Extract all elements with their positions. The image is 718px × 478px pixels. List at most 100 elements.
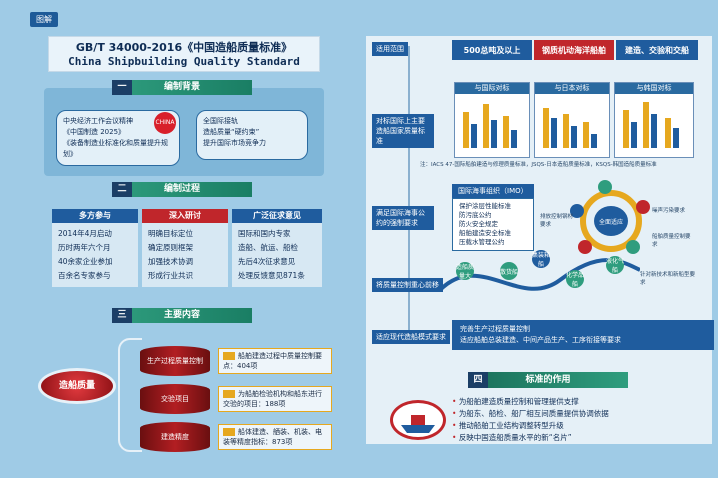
bar xyxy=(551,118,557,148)
bar xyxy=(503,116,509,148)
bar xyxy=(543,108,549,148)
label-scope: 适用范围 xyxy=(372,42,408,56)
timeline-line xyxy=(408,46,410,341)
col-body: 2014年4月启动 历时两年六个月 40余家企业参加 百余名专家参与 xyxy=(52,223,138,287)
col-head: 多方参与 xyxy=(52,209,138,223)
imo-item: 防火安全规定 xyxy=(459,220,498,228)
mode-item: 完善生产过程质量控制 xyxy=(460,325,530,333)
desc-text: 船舶建造过程中质量控制要点：404项 xyxy=(223,352,322,370)
bg-item: 全国际接轨 xyxy=(203,117,238,125)
col-item: 造船、航运、船检 xyxy=(238,243,298,252)
bar xyxy=(463,112,469,148)
shiptype-node: 化学品船 xyxy=(566,270,585,288)
section2-number: 二 xyxy=(112,182,132,197)
arrow-icon xyxy=(223,428,235,436)
bar xyxy=(571,126,577,148)
col-item: 形成行业共识 xyxy=(148,271,193,280)
cycle-note: 船舶质量控制要求 xyxy=(652,234,691,248)
section3-number: 三 xyxy=(112,308,132,323)
col-item: 百余名专家参与 xyxy=(58,271,111,280)
bg-item: 中央经济工作会议精神 xyxy=(63,117,133,125)
label-imo: 满足国际海事公约的强制要求 xyxy=(372,206,434,230)
imo-title: 国际海事组织（IMO） xyxy=(452,184,534,198)
bar xyxy=(673,128,679,148)
imo-item: 船舶建造安全标准 xyxy=(459,229,511,237)
title-cn: GB/T 34000-2016《中国造船质量标准》 xyxy=(75,41,293,54)
curve-note: 针对新技术和新船型要求 xyxy=(640,272,696,286)
chart-note: 注：IACS 47-国际船舶建造与修理质量标准，JSQS-日本造船质量标准，KS… xyxy=(420,162,657,168)
layer-desc: 为船舶检验机构和船东进行交验的项目：188项 xyxy=(218,386,332,412)
col-item: 历时两年六个月 xyxy=(58,243,111,252)
col-item: 明确目标定位 xyxy=(148,229,193,238)
chart-title: 与日本对标 xyxy=(535,83,609,94)
bg-item: 造船质量“硬约束” xyxy=(203,128,260,136)
shiptype-node: 散货船 xyxy=(500,262,518,280)
bar xyxy=(483,104,489,148)
section3-header: 三 主要内容 xyxy=(112,308,252,323)
bg-item: 《装备制造业标准化和质量提升规划》 xyxy=(63,139,168,158)
bg-item: 《中国制造 2025》 xyxy=(63,128,126,136)
col-item: 40余家企业参加 xyxy=(58,257,113,266)
role-item: 推动船舶工业结构调整转型升级 xyxy=(452,420,708,432)
mode-item: 适应船舶总装建造、中间产品生产、工序衔接等要求 xyxy=(460,336,621,344)
layer-inspection: 交验项目 xyxy=(140,384,210,414)
section1-header: 一 编制背景 xyxy=(112,80,252,95)
bracket-connector xyxy=(118,338,142,452)
chart-international: 与国际对标 xyxy=(454,82,530,158)
cycle-node-icon xyxy=(578,240,592,254)
shiptype-node: 液化气船 xyxy=(606,256,625,274)
background-left-box: 中央经济工作会议精神 《中国制造 2025》 《装备制造业标准化和质量提升规划》 xyxy=(56,110,180,166)
title-box: GB/T 34000-2016《中国造船质量标准》 China Shipbuil… xyxy=(48,36,320,72)
role-item: 为船东、船检、船厂相互间质量提供协调依据 xyxy=(452,408,708,420)
cycle-node-icon xyxy=(636,200,650,214)
process-col-1: 多方参与 2014年4月启动 历时两年六个月 40余家企业参加 百余名专家参与 xyxy=(52,209,138,287)
bar xyxy=(591,134,597,148)
mode-box: 完善生产过程质量控制 适应船舶总装建造、中间产品生产、工序衔接等要求 xyxy=(452,320,714,350)
section2-header: 二 编制过程 xyxy=(112,182,252,197)
col-item: 先后4次征求意见 xyxy=(238,257,296,266)
cycle-center: 全面适应 xyxy=(594,206,628,236)
col-item: 确定原则框架 xyxy=(148,243,193,252)
cycle-note: 噪声污染要求 xyxy=(652,208,686,214)
arrow-icon xyxy=(223,352,235,360)
bar xyxy=(643,102,649,148)
role-item: 为船舶建造质量控制和管理提供支撑 xyxy=(452,396,708,408)
chart-japan: 与日本对标 xyxy=(534,82,610,158)
china-heart-icon: CHINA xyxy=(154,112,176,134)
bar xyxy=(563,114,569,148)
layer-desc: 船舶建造过程中质量控制要点：404项 xyxy=(218,348,332,374)
ship-icon xyxy=(390,400,446,440)
col-item: 加强技术协调 xyxy=(148,257,193,266)
label-benchmark: 对标国际上主要造船国家质量标准 xyxy=(372,114,434,148)
desc-text: 为船舶检验机构和船东进行交验的项目：188项 xyxy=(223,390,322,408)
layer-production: 生产过程质量控制 xyxy=(140,346,210,376)
imo-item: 防污底公约 xyxy=(459,211,492,219)
bar xyxy=(631,122,637,148)
section4-title: 标准的作用 xyxy=(525,375,571,385)
section1-number: 一 xyxy=(112,80,132,95)
imo-list: 保护涂层性能标准 防污底公约 防火安全规定 船舶建造安全标准 压载水管理公约 xyxy=(452,198,534,251)
imo-box: 国际海事组织（IMO） 保护涂层性能标准 防污底公约 防火安全规定 船舶建造安全… xyxy=(452,184,534,251)
ship-icon-graphic xyxy=(401,415,435,433)
col-item: 2014年4月启动 xyxy=(58,229,112,238)
bar xyxy=(651,114,657,148)
layer-precision: 建造精度 xyxy=(140,422,210,452)
label-mode: 适应现代造船模式要求 xyxy=(372,330,450,344)
col-body: 国际和国内专家 造船、航运、船检 先后4次征求意见 处理反馈意见871条 xyxy=(232,223,322,287)
role-item: 反映中国造船质量水平的新“名片” xyxy=(452,432,708,444)
col-head: 深入研讨 xyxy=(142,209,228,223)
bar xyxy=(491,120,497,148)
section4-number: 四 xyxy=(468,372,488,388)
col-item: 处理反馈意见871条 xyxy=(238,271,305,280)
process-col-2: 深入研讨 明确目标定位 确定原则框架 加强技术协调 形成行业共识 xyxy=(142,209,228,287)
figure-tag: 图解 xyxy=(30,12,58,27)
imo-item: 压载水管理公约 xyxy=(459,238,505,246)
background-right-box: 全国际接轨 造船质量“硬约束” 提升国际市场竞争力 xyxy=(196,110,308,160)
col-item: 国际和国内专家 xyxy=(238,229,291,238)
bg-item: 提升国际市场竞争力 xyxy=(203,139,266,147)
imo-item: 保护涂层性能标准 xyxy=(459,202,511,210)
section4-header: 四 标准的作用 xyxy=(468,372,628,388)
core-quality-badge: 造船质量 xyxy=(38,368,116,404)
section3-title: 主要内容 xyxy=(163,310,200,320)
cycle-node-icon xyxy=(570,204,584,218)
